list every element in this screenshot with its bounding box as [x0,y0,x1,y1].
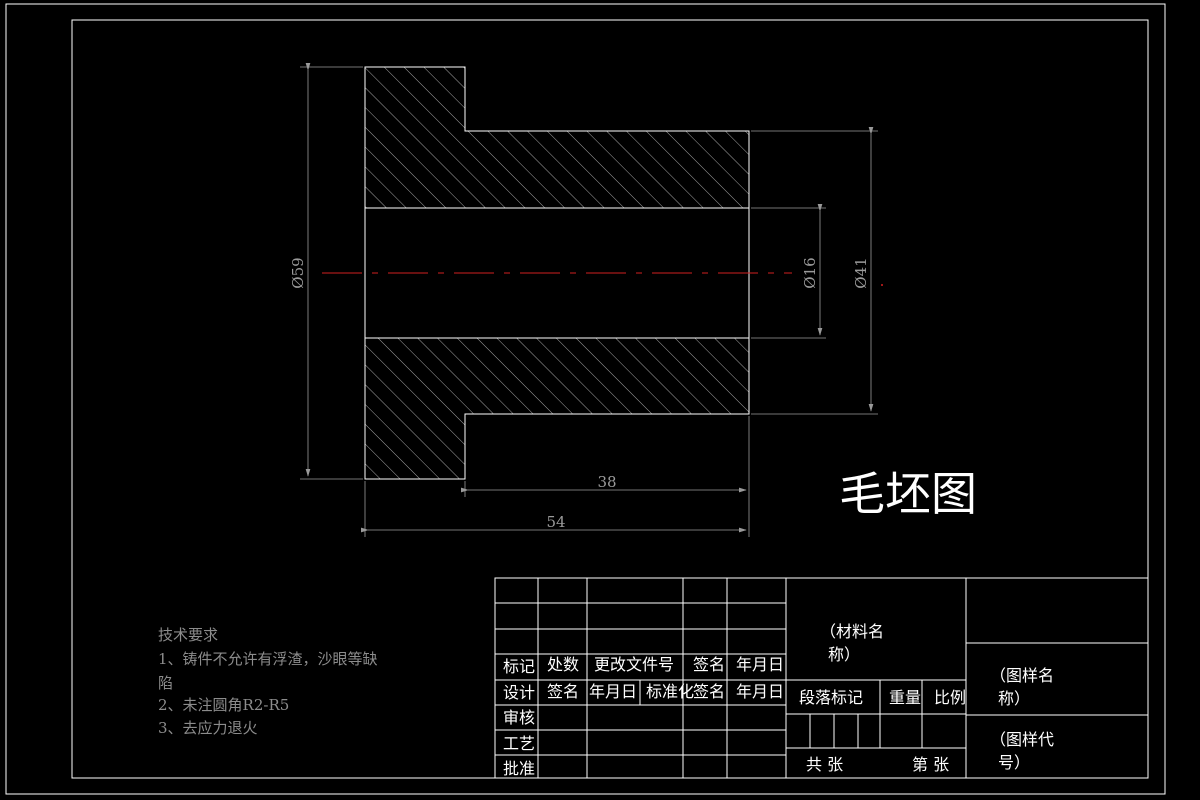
part-section[interactable] [364,66,750,480]
tb-material-name-2: 称） [828,645,860,664]
dimension-inner-length[interactable]: 38 [460,416,750,497]
center-mark-dot [881,284,883,286]
title-block-labels: 标记 处数 更改文件号 签名 年月日 设计 签名 年月日 标准化 签名 年月日 … [503,622,1054,778]
dimension-flange-diameter[interactable]: Ø41 [751,126,878,415]
tb-change-doc: 更改文件号 [594,655,674,674]
tb-date: 年月日 [736,655,784,674]
tb-drawing-code-1: （图样代 [990,730,1054,749]
lower-section-hatch [364,337,750,480]
dimension-outer-diameter[interactable]: Ø59 [289,62,363,480]
tb-stage-mark: 段落标记 [799,688,863,707]
tb-date2: 年月日 [589,682,637,701]
tb-weight: 重量 [889,688,921,707]
dimension-total-length[interactable]: 54 [360,481,750,537]
tb-mark: 标记 [503,657,535,676]
title-block[interactable] [494,577,1149,779]
upper-section-hatch [364,66,750,209]
tb-scale: 比例 [934,688,966,707]
tb-material-name-1: （材料名 [820,622,884,641]
tech-req-line1b: 陷 [158,674,173,692]
tech-req-heading: 技术要求 [158,626,218,644]
tech-requirements[interactable]: 技术要求 1、铸件不允许有浮渣，沙眼等缺 陷 2、未注圆角R2-R5 3、去应力… [158,626,378,737]
tb-drawing-code-2: 号） [998,753,1030,772]
tb-sign2: 签名 [547,682,579,701]
tb-design: 设计 [503,683,535,702]
tech-req-line2: 2、未注圆角R2-R5 [158,696,289,714]
tech-req-line1: 1、铸件不允许有浮渣，沙眼等缺 [158,650,378,668]
title-block-border [494,577,1149,779]
tb-total-sheets: 共 张 [806,755,843,774]
dim-label-outer: Ø59 [289,257,307,288]
tb-drawing-name-2: 称） [998,689,1030,708]
dim-label-total-length: 54 [546,513,565,531]
dim-label-bore: Ø16 [801,257,819,288]
tb-standard: 标准化 [646,682,694,701]
tb-date3: 年月日 [736,682,784,701]
dim-label-flange: Ø41 [852,257,870,288]
tb-approve: 批准 [503,759,535,778]
tb-sheet-no: 第 张 [912,755,949,774]
dim-label-inner-length: 38 [597,473,616,491]
tb-sign3: 签名 [693,682,725,701]
tb-drawing-name-1: （图样名 [990,666,1054,685]
dimension-bore-diameter[interactable]: Ø16 [751,203,826,339]
tech-req-line3: 3、去应力退火 [158,719,258,737]
tb-place: 处数 [547,655,579,674]
tb-review: 审核 [503,708,535,727]
tb-process: 工艺 [503,734,535,753]
drawing-title[interactable]: 毛坯图 [839,467,977,521]
outer-sheet-border [5,3,1166,795]
tb-sign: 签名 [693,655,725,674]
